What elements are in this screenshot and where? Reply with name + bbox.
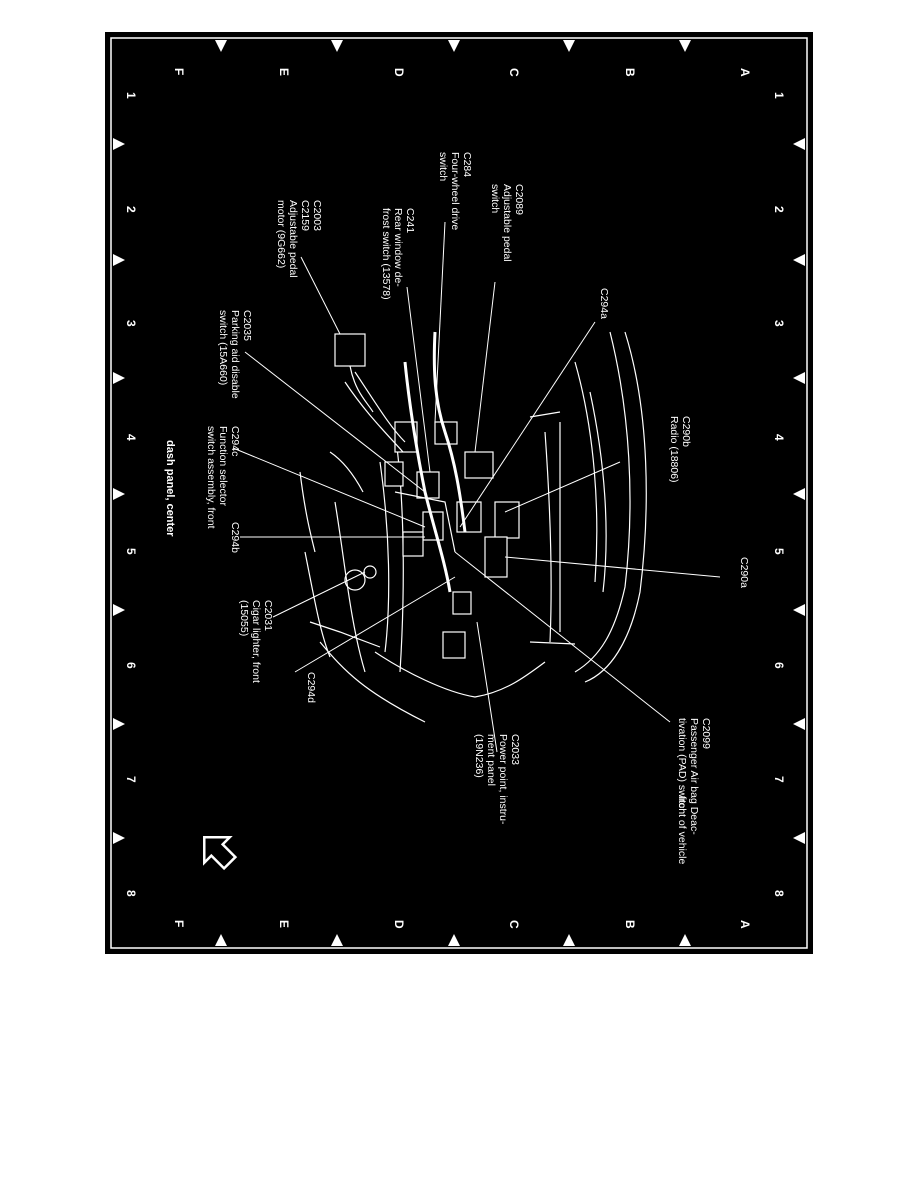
label-line: C2031	[262, 600, 274, 631]
label-line: C294d	[305, 672, 317, 703]
label-line: Parking aid disable	[229, 310, 241, 399]
label-c2003-c2159: C2003 C2159 Adjustable pedal motor (9G66…	[275, 200, 323, 278]
label-line: (19N236)	[473, 734, 485, 778]
grid-letter: F	[172, 68, 186, 75]
label-c2035: C2035 Parking aid disable switch (15A660…	[217, 310, 253, 399]
label-c241: C241 Rear window de- frost switch (13578…	[380, 208, 416, 300]
label-line: (15055)	[238, 600, 250, 636]
label-line: C2003	[311, 200, 323, 231]
dash-panel-illustration	[299, 331, 647, 723]
grid-number: 7	[124, 776, 138, 783]
label-line: switch	[437, 152, 449, 181]
label-line: ment panel	[485, 734, 497, 786]
label-line: tivation (PAD) switch	[676, 718, 688, 814]
frame-border	[110, 37, 808, 949]
label-line: C2035	[241, 310, 253, 341]
grid-numbers-right: 1 2 3 4 5 6 7 8	[772, 92, 786, 897]
grid-letter: B	[623, 68, 637, 77]
label-line: switch	[489, 184, 501, 213]
label-line: Adjustable pedal	[287, 200, 299, 278]
label-line: C294a	[598, 288, 610, 319]
label-c2099: C2099 Passenger Air bag Deac- tivation (…	[676, 718, 712, 835]
grid-letter: C	[507, 68, 521, 77]
label-line: frost switch (13578)	[380, 208, 392, 300]
label-line: Four-wheel drive	[449, 152, 461, 230]
grid-number: 2	[124, 206, 138, 213]
label-line: C2089	[513, 184, 525, 215]
grid-number: 6	[124, 662, 138, 669]
diagram-panel: A B C D E F A B C D E F 1 2 3 4 5 6 7 8 …	[105, 32, 813, 954]
triangle-marker-icon	[113, 40, 805, 946]
grid-letter: D	[392, 920, 406, 929]
label-line: C290a	[738, 557, 750, 588]
label-c294b: C294b	[229, 522, 241, 553]
grid-number: 3	[124, 320, 138, 327]
grid-number: 8	[124, 890, 138, 897]
label-line: Function selector	[217, 426, 229, 506]
grid-number: 4	[772, 434, 786, 441]
grid-letters-top: A B C D E F	[172, 68, 752, 77]
leader-lines	[232, 221, 721, 753]
label-line: switch assembly, front	[205, 426, 217, 529]
label-line: switch (15A660)	[217, 310, 229, 385]
grid-number: 7	[772, 776, 786, 783]
grid-letter: D	[392, 68, 406, 77]
label-c294a: C294a	[598, 288, 610, 319]
label-line: front of vehicle	[676, 796, 688, 864]
grid-letters-bottom: A B C D E F	[172, 920, 752, 929]
grid-number: 3	[772, 320, 786, 327]
label-line: Adjustable pedal	[501, 184, 513, 262]
label-line: C2099	[700, 718, 712, 749]
label-line: Power point, instru-	[497, 734, 509, 825]
label-c294d: C294d	[305, 672, 317, 703]
label-line: C241	[404, 208, 416, 233]
label-c290a: C290a	[738, 557, 750, 588]
grid-number: 5	[772, 548, 786, 555]
label-line: C294b	[229, 522, 241, 553]
label-c284: C284 Four-wheel drive switch	[437, 152, 473, 230]
label-c290b: C290b Radio (18806)	[668, 416, 692, 483]
label-line: C294c	[229, 426, 241, 456]
pedal-motor-connector	[334, 333, 366, 367]
grid-letter: C	[507, 920, 521, 929]
page-title: dash panel, center	[164, 440, 176, 537]
grid-number: 4	[124, 434, 138, 441]
label-line: motor (9G662)	[275, 200, 287, 268]
label-c294c: C294c Function selector switch assembly,…	[205, 426, 241, 529]
grid-number: 8	[772, 890, 786, 897]
label-front-of-vehicle: front of vehicle	[676, 796, 688, 864]
label-line: Cigar lighter, front	[250, 600, 262, 683]
grid-letter: B	[623, 920, 637, 929]
label-c2089: C2089 Adjustable pedal switch	[489, 184, 525, 262]
grid-letter: F	[172, 920, 186, 927]
label-line: C2033	[509, 734, 521, 765]
grid-number: 1	[124, 92, 138, 99]
label-line: C290b	[680, 416, 692, 447]
grid-letter: A	[738, 68, 752, 77]
label-c2031: C2031 Cigar lighter, front (15055)	[238, 600, 274, 683]
grid-letter: E	[277, 920, 291, 928]
grid-number: 5	[124, 548, 138, 555]
grid-letter: E	[277, 68, 291, 76]
front-arrow-icon	[203, 836, 238, 871]
grid-number: 1	[772, 92, 786, 99]
label-line: C284	[461, 152, 473, 177]
label-line: Rear window de-	[392, 208, 404, 287]
grid-letter: A	[738, 920, 752, 929]
label-c2033: C2033 Power point, instru- ment panel (1…	[473, 734, 521, 825]
dash-panel-diagram: A B C D E F A B C D E F 1 2 3 4 5 6 7 8 …	[110, 37, 808, 949]
grid-numbers-left: 1 2 3 4 5 6 7 8	[124, 92, 138, 897]
grid-number: 2	[772, 206, 786, 213]
label-line: Passenger Air bag Deac-	[688, 718, 700, 835]
label-line: C2159	[299, 200, 311, 231]
grid-number: 6	[772, 662, 786, 669]
diagram-title: dash panel, center	[164, 440, 176, 537]
label-line: Radio (18806)	[668, 416, 680, 483]
